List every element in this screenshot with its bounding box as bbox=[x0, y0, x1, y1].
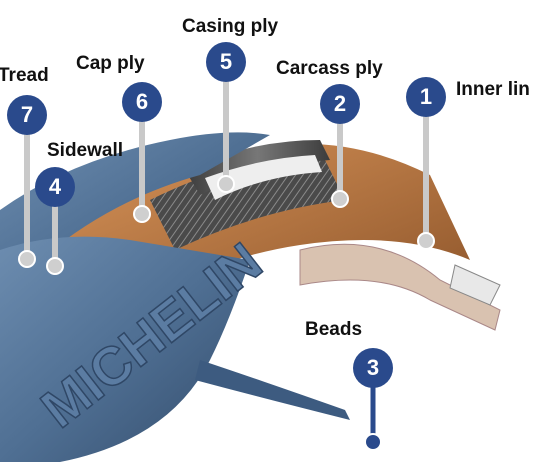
callout-label-cap-ply: Cap ply bbox=[76, 53, 145, 74]
callout-badge-1: 1 bbox=[406, 77, 446, 117]
callout-badge-2: 2 bbox=[320, 84, 360, 124]
callout-label-carcass-ply: Carcass ply bbox=[276, 58, 383, 79]
callout-badge-7: 7 bbox=[7, 95, 47, 135]
callout-label-beads: Beads bbox=[305, 319, 363, 340]
callout-label-inner-liner: Inner lin bbox=[456, 79, 530, 100]
steel-belt-lower bbox=[150, 150, 345, 250]
leader-dot-4 bbox=[46, 257, 64, 275]
callout-label-tread: Tread bbox=[0, 65, 49, 86]
casing-ply-layer bbox=[205, 155, 322, 200]
leader-dot-6 bbox=[133, 205, 151, 223]
leader-dots bbox=[18, 175, 435, 451]
bead-wire bbox=[449, 264, 501, 306]
callout-label-sidewall: Sidewall bbox=[47, 140, 124, 161]
leader-dot-5 bbox=[217, 175, 235, 193]
callout-badge-4: 4 bbox=[35, 167, 75, 207]
rim-lip bbox=[195, 360, 350, 420]
leader-dot-7 bbox=[18, 250, 36, 268]
leader-dot-2 bbox=[331, 190, 349, 208]
callout-label-casing-ply: Casing ply bbox=[182, 16, 279, 37]
sidewall-body bbox=[0, 236, 250, 462]
leader-lines bbox=[24, 79, 429, 268]
callout-badge-6: 6 bbox=[122, 82, 162, 122]
callout-badge-3: 3 bbox=[353, 348, 393, 388]
callout-badge-5: 5 bbox=[206, 42, 246, 82]
leader-dot-1 bbox=[417, 232, 435, 250]
inner-liner-layer bbox=[299, 243, 501, 331]
leader-dot-3 bbox=[364, 433, 382, 451]
